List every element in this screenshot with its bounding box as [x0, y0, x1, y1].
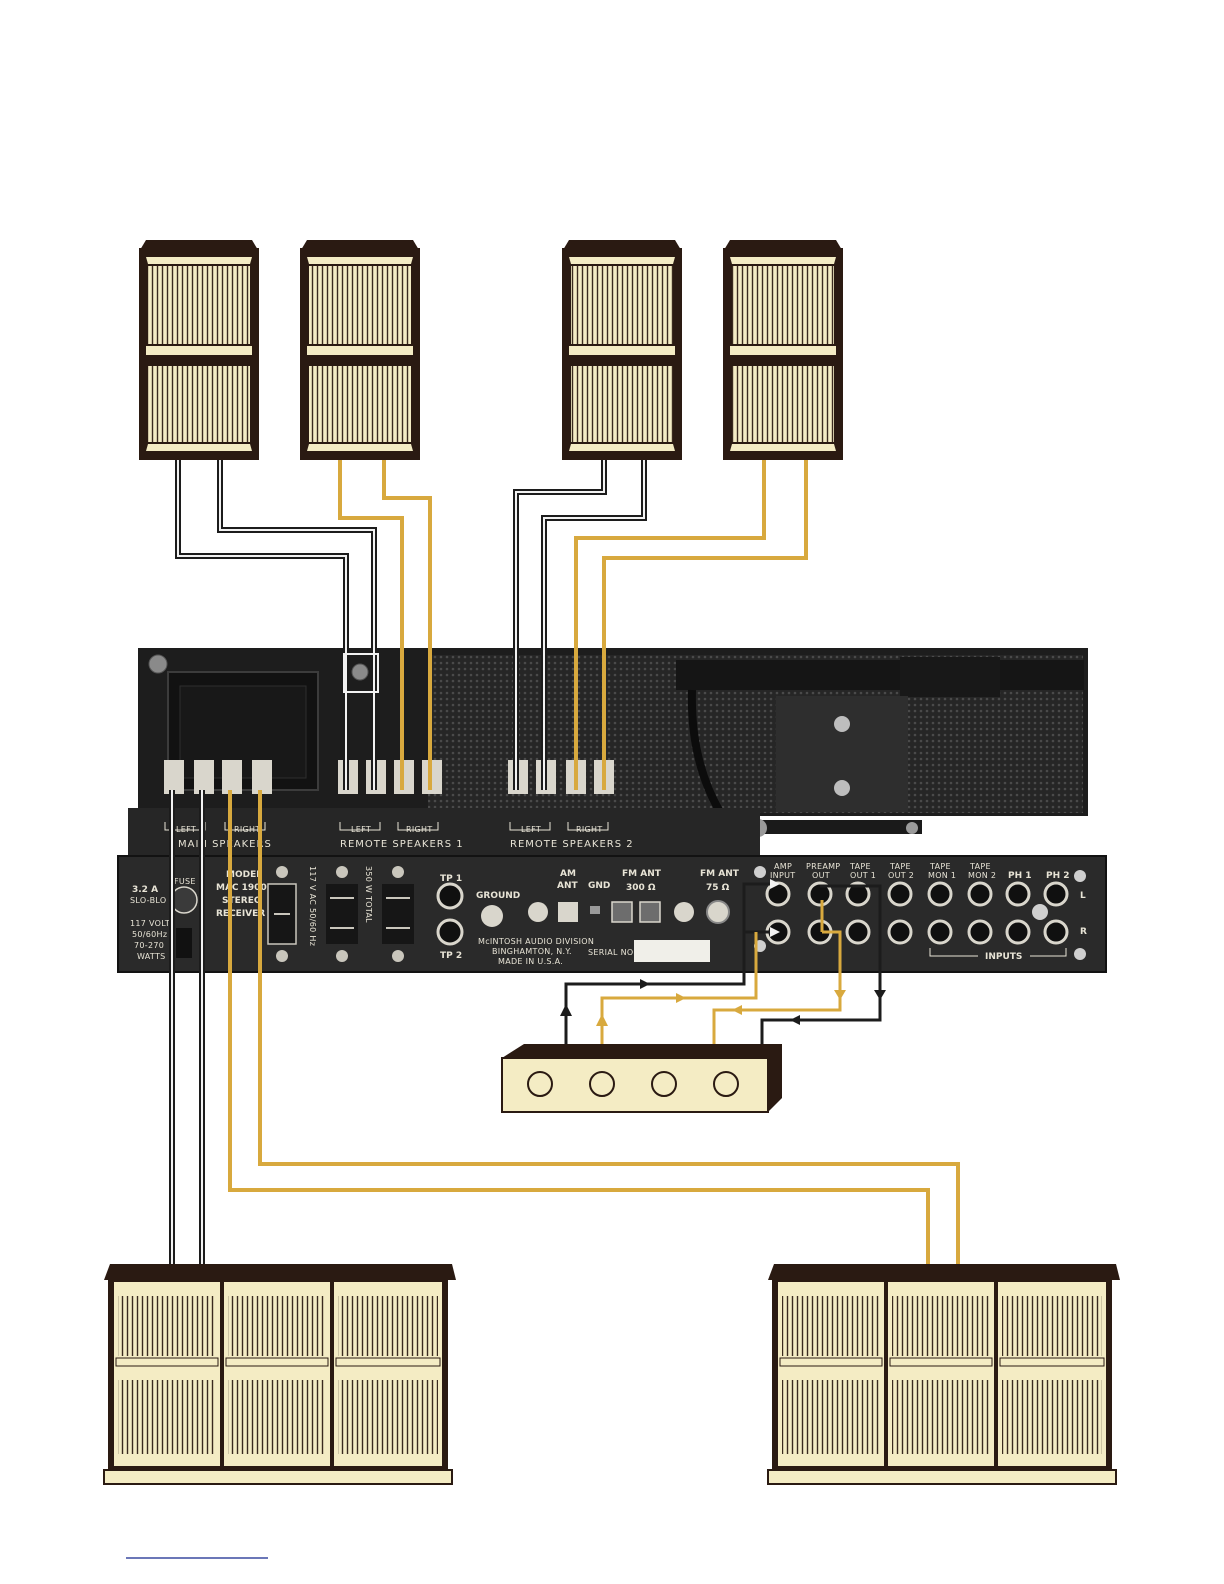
fm-300-terminal-2[interactable]	[639, 901, 661, 923]
tape-out-2-l-jack[interactable]	[887, 881, 913, 907]
fuse-label: FUSE	[174, 877, 196, 886]
serial-plate	[634, 940, 710, 962]
remote-speaker-2-right	[723, 240, 843, 460]
power-cord	[176, 928, 192, 958]
power-watts-range: 70-270	[134, 941, 164, 950]
ground-terminal[interactable]	[481, 905, 503, 927]
am-ant-block[interactable]	[558, 902, 578, 922]
main-speakers-terminals	[164, 760, 272, 794]
processor-knob-3[interactable]	[651, 1071, 677, 1097]
tp1-label: TP 1	[440, 874, 462, 884]
am-ant-line1: AM	[560, 869, 576, 879]
tape-mon-1-line2: MON 1	[928, 871, 956, 880]
main-left-label: LEFT	[176, 825, 196, 834]
rear-panel: 3.2 A SLO-BLO FUSE 117 VOLTS 50/60Hz 70-…	[117, 855, 1107, 973]
rca-jacks-left-row	[765, 881, 1069, 907]
tape-out-1-r-jack[interactable]	[845, 919, 871, 945]
ph1-label: PH 1	[1008, 871, 1032, 881]
maker-line3: MADE IN U.S.A.	[498, 957, 563, 966]
remote1-left-label: LEFT	[351, 825, 371, 834]
remote2-right-label: RIGHT	[576, 825, 603, 834]
channel-r-label: R	[1080, 927, 1087, 937]
ph2-r-jack[interactable]	[1043, 919, 1069, 945]
ph2-l-jack[interactable]	[1043, 881, 1069, 907]
processor-knob-4[interactable]	[713, 1071, 739, 1097]
preamp-out-line2: OUT	[812, 871, 830, 880]
main-speaker-array-right	[767, 1264, 1120, 1485]
tape-mon-1-line1: TAPE	[929, 862, 951, 871]
tape-mon-1-l-jack[interactable]	[927, 881, 953, 907]
main-right-label: RIGHT	[234, 825, 261, 834]
tape-mon-2-line1: TAPE	[969, 862, 991, 871]
tape-mon-2-r-jack[interactable]	[967, 919, 993, 945]
model-line4: RECEIVER	[216, 909, 265, 919]
remote2-left-label: LEFT	[521, 825, 541, 834]
power-volts: 117 VOLTS	[130, 919, 175, 928]
ph2-label: PH 2	[1046, 871, 1070, 881]
ph1-l-jack[interactable]	[1005, 881, 1031, 907]
fm-300-screw[interactable]	[674, 902, 694, 922]
model-line3: STEREO	[222, 896, 262, 906]
ph1-r-jack[interactable]	[1005, 919, 1031, 945]
remote-speaker-1-left	[300, 240, 420, 460]
fuse-amps: 3.2 A	[132, 885, 158, 895]
main-speakers-label: MAIN SPEAKERS	[178, 839, 272, 850]
tape-mon-1-r-jack[interactable]	[927, 919, 953, 945]
receiver-chassis	[128, 648, 1088, 856]
maker-line1: McINTOSH AUDIO DIVISION	[478, 937, 594, 946]
remote-speakers-1-label: REMOTE SPEAKERS 1	[340, 839, 464, 850]
tape-mon-2-line2: MON 2	[968, 871, 996, 880]
remote-speakers-2-label: REMOTE SPEAKERS 2	[510, 839, 634, 850]
fuse-type: SLO-BLO	[130, 896, 166, 905]
ac-outlet-right-label: 350 W TOTAL	[364, 866, 373, 923]
speaker-strip-labels: LEFT RIGHT MAIN SPEAKERS LEFT RIGHT REMO…	[164, 822, 634, 850]
channel-l-label: L	[1080, 891, 1086, 901]
am-ant-terminal[interactable]	[528, 902, 548, 922]
tape-out-2-r-jack[interactable]	[887, 919, 913, 945]
fm-75-connector[interactable]	[706, 900, 730, 924]
gnd-terminal[interactable]	[590, 906, 600, 914]
processor-knob-1[interactable]	[527, 1071, 553, 1097]
fm-300-terminal-1[interactable]	[611, 901, 633, 923]
amp-input-line2: INPUT	[770, 871, 795, 880]
tape-out-1-l-jack[interactable]	[845, 881, 871, 907]
preamp-out-l-jack[interactable]	[807, 881, 833, 907]
preamp-out-line1: PREAMP	[806, 862, 840, 871]
remote1-right-label: RIGHT	[406, 825, 433, 834]
power-freq: 50/60Hz	[132, 930, 167, 939]
tape-out-2-line2: OUT 2	[888, 871, 914, 880]
fm-ant-75-line2: 75 Ω	[706, 883, 730, 893]
fm-ant-75-line1: FM ANT	[700, 869, 740, 879]
remote-speaker-2-left	[562, 240, 682, 460]
tape-out-1-line2: OUT 1	[850, 871, 876, 880]
signal-processor	[501, 1044, 782, 1113]
ground-label: GROUND	[476, 891, 520, 901]
amp-input-line1: AMP	[774, 862, 792, 871]
tp2-label: TP 2	[440, 951, 462, 961]
tp2-jack[interactable]	[436, 918, 464, 946]
fm-ant-300-line2: 300 Ω	[626, 883, 656, 893]
processor-knob-2[interactable]	[589, 1071, 615, 1097]
inputs-label: INPUTS	[985, 952, 1022, 962]
processor-loop-wires	[560, 879, 886, 1044]
power-watts: WATTS	[137, 952, 166, 961]
tape-out-1-line1: TAPE	[849, 862, 871, 871]
serial-label: SERIAL NO.	[588, 948, 636, 957]
main-speaker-left	[139, 240, 259, 460]
fm-ant-300-line1: FM ANT	[622, 869, 662, 879]
phono-ground-screw[interactable]	[1032, 904, 1048, 920]
am-ant-line2: ANT	[557, 881, 578, 891]
model-line2: MAC 1900	[216, 883, 267, 893]
tape-mon-2-l-jack[interactable]	[967, 881, 993, 907]
ac-outlet-left-label: 117 V AC 50/60 Hz	[308, 866, 317, 946]
model-line1: MODEL	[226, 870, 262, 880]
gnd-label: GND	[588, 881, 610, 891]
maker-line2: BINGHAMTON, N.Y.	[492, 947, 572, 956]
speaker-wires	[169, 460, 960, 1264]
main-speaker-array-left	[103, 1264, 456, 1485]
ac-outlets: 117 V AC 50/60 Hz 350 W TOTAL	[267, 866, 414, 962]
tp1-jack[interactable]	[436, 882, 464, 910]
tape-out-2-line1: TAPE	[889, 862, 911, 871]
